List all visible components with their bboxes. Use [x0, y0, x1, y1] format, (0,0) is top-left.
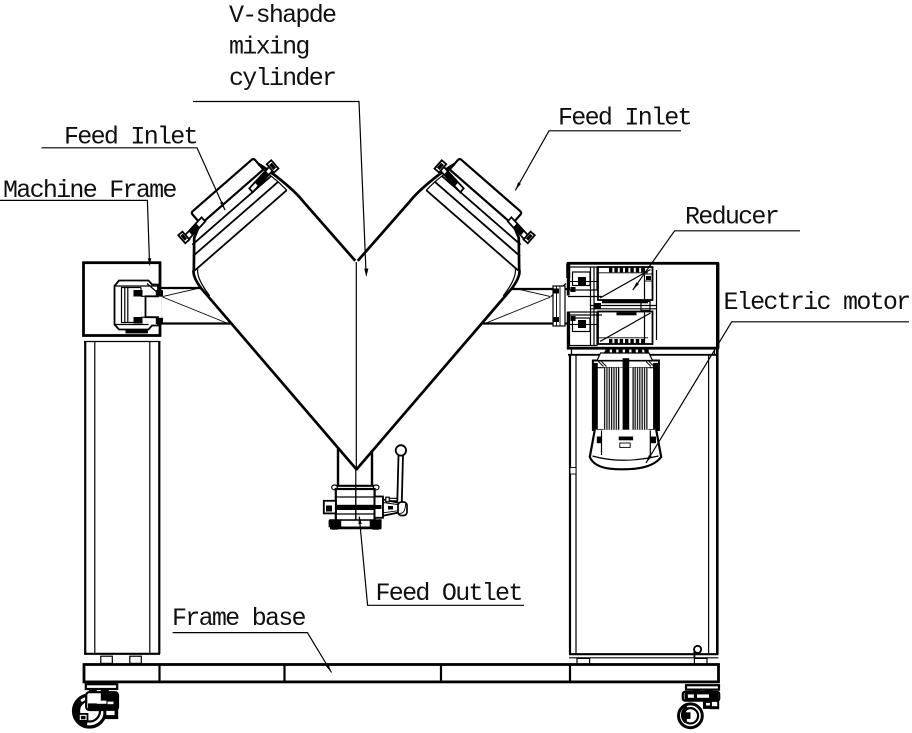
svg-text:Frame base: Frame base [172, 604, 306, 633]
svg-text:Electric motor: Electric motor [724, 288, 910, 317]
svg-text:Feed Outlet: Feed Outlet [376, 579, 522, 608]
svg-text:Reducer: Reducer [685, 203, 778, 232]
svg-text:Feed Inlet: Feed Inlet [64, 123, 197, 152]
svg-text:cylinder: cylinder [229, 64, 335, 93]
svg-text:V-shapde: V-shapde [229, 1, 336, 30]
svg-text:mixing: mixing [229, 33, 309, 62]
svg-text:Feed Inlet: Feed Inlet [558, 104, 691, 133]
